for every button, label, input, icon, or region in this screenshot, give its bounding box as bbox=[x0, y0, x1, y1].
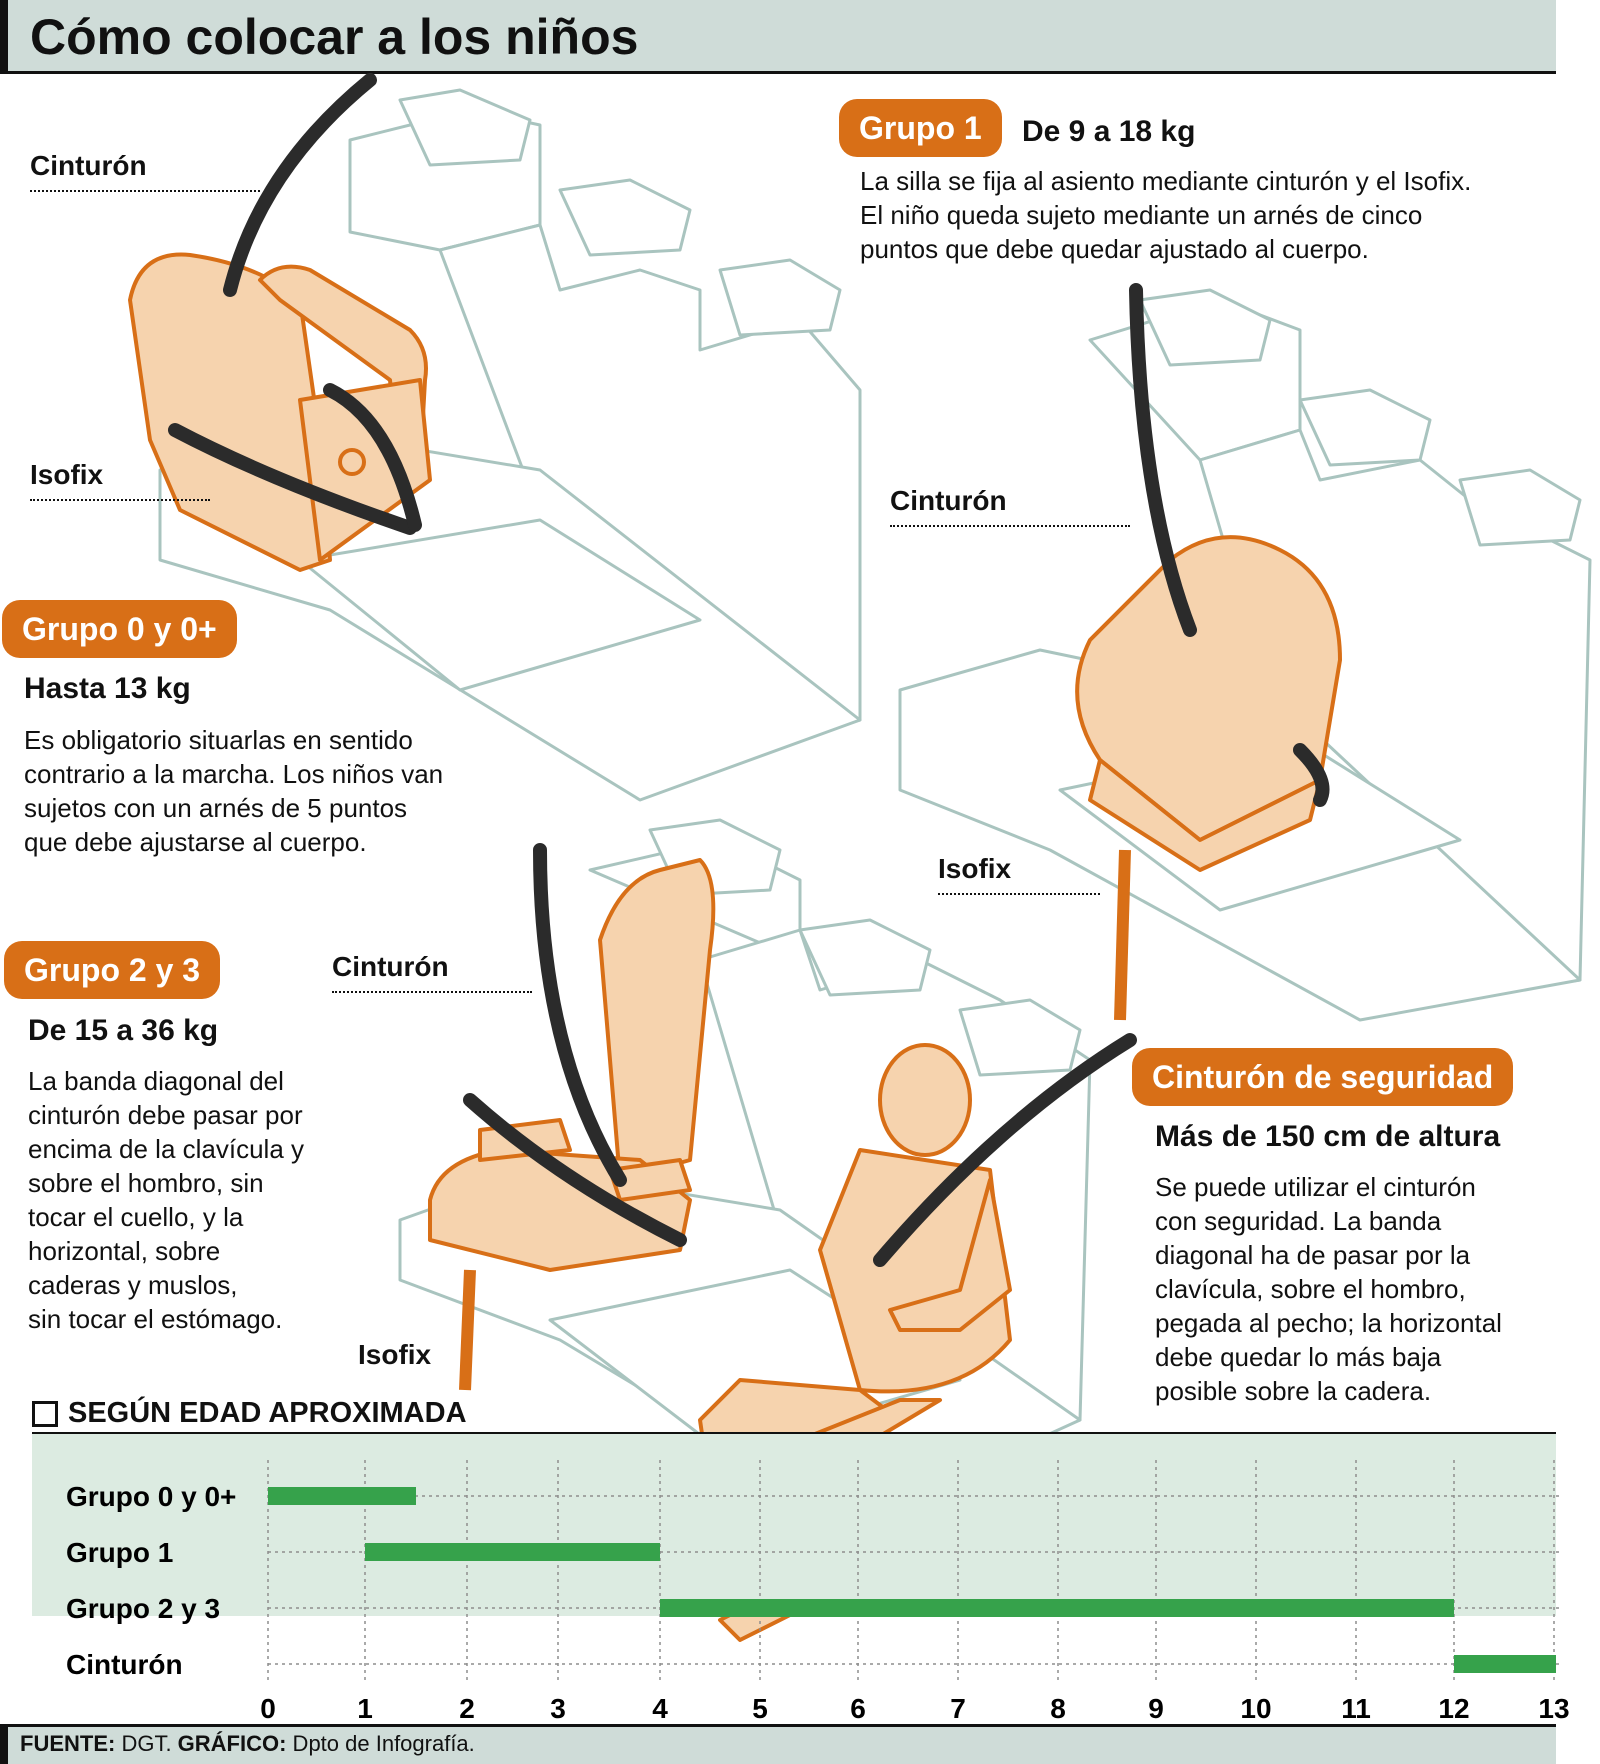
x-tick-label: 9 bbox=[1148, 1693, 1164, 1724]
square-icon bbox=[32, 1400, 58, 1427]
seatbelt-badge: Cinturón de seguridad bbox=[1132, 1048, 1514, 1106]
x-tick-label: 4 bbox=[652, 1693, 668, 1724]
source-line: FUENTE: DGT. GRÁFICO: Dpto de Infografía… bbox=[20, 1731, 475, 1757]
group1-description: La silla se fija al asiento mediante cin… bbox=[860, 166, 1472, 264]
chart-title: SEGÚN EDAD APROXIMADA bbox=[32, 1397, 467, 1430]
isofix-bar-group1 bbox=[1114, 849, 1131, 1021]
group0-badge: Grupo 0 y 0+ bbox=[2, 600, 237, 658]
page-title: Cómo colocar a los niños bbox=[30, 9, 639, 65]
seatbelt-height: Más de 150 cm de altura bbox=[1155, 1120, 1501, 1153]
x-tick-label: 12 bbox=[1438, 1693, 1469, 1724]
row-label: Cinturón bbox=[66, 1649, 183, 1680]
x-tick-label: 6 bbox=[850, 1693, 866, 1724]
age-range-bar bbox=[1454, 1655, 1556, 1673]
belt-strap-group0-diag bbox=[323, 383, 422, 532]
isofix-bar-group23 bbox=[459, 1269, 476, 1391]
group23-description: La banda diagonal del cinturón debe pasa… bbox=[28, 1066, 305, 1334]
group0-weight: Hasta 13 kg bbox=[24, 672, 191, 705]
x-tick-label: 10 bbox=[1240, 1693, 1271, 1724]
row-label: Grupo 1 bbox=[66, 1537, 173, 1568]
source-value: DGT. bbox=[115, 1731, 178, 1756]
row-label: Grupo 0 y 0+ bbox=[66, 1481, 236, 1512]
belt-strap-group0-lap bbox=[168, 423, 417, 535]
belt-strap-group1 bbox=[1129, 283, 1197, 637]
group1-badge: Grupo 1 bbox=[839, 99, 1002, 157]
graphic-label: GRÁFICO: bbox=[177, 1731, 287, 1756]
belt-strap-adult bbox=[873, 1033, 1137, 1267]
group1-weight: De 9 a 18 kg bbox=[1022, 115, 1196, 148]
belt-strap-group0-top bbox=[223, 73, 377, 297]
callout-isofix-3: Isofix bbox=[358, 1339, 432, 1370]
x-tick-label: 3 bbox=[550, 1693, 566, 1724]
callout-line bbox=[938, 893, 1100, 895]
title-bar bbox=[0, 0, 1556, 74]
callout-belt-2: Cinturón bbox=[890, 485, 1007, 516]
age-range-bar bbox=[660, 1599, 1454, 1617]
row-label: Grupo 2 y 3 bbox=[66, 1593, 220, 1624]
age-range-bar bbox=[268, 1487, 416, 1505]
child-seat-group0 bbox=[128, 252, 432, 572]
x-tick-label: 7 bbox=[950, 1693, 966, 1724]
seatbelt-description: Se puede utilizar el cinturón con seguri… bbox=[1155, 1172, 1502, 1406]
group0-description: Es obligatorio situarlas en sentido cont… bbox=[24, 725, 444, 857]
chart-background bbox=[32, 1434, 1556, 1616]
source-label: FUENTE: bbox=[20, 1731, 116, 1756]
callout-line bbox=[30, 499, 210, 501]
callout-isofix-2: Isofix bbox=[938, 853, 1012, 884]
x-tick-label: 5 bbox=[752, 1693, 768, 1724]
child-seat-group1 bbox=[1075, 535, 1342, 872]
callout-line bbox=[332, 991, 532, 993]
group23-weight: De 15 a 36 kg bbox=[28, 1014, 219, 1047]
x-tick-label: 8 bbox=[1050, 1693, 1066, 1724]
x-tick-label: 13 bbox=[1538, 1693, 1569, 1724]
belt-strap-group23 bbox=[533, 843, 627, 1187]
x-tick-label: 1 bbox=[357, 1693, 373, 1724]
callout-line bbox=[30, 190, 260, 192]
chart-top-rule bbox=[32, 1432, 1556, 1434]
callout-belt-3: Cinturón bbox=[332, 951, 449, 982]
chart-title-text: SEGÚN EDAD APROXIMADA bbox=[68, 1397, 467, 1429]
x-tick-label: 2 bbox=[459, 1693, 475, 1724]
callout-isofix-1: Isofix bbox=[30, 459, 104, 490]
group23-badge: Grupo 2 y 3 bbox=[4, 941, 221, 999]
graphic-value: Dpto de Infografía. bbox=[286, 1731, 475, 1756]
footer-bar bbox=[0, 1724, 1556, 1764]
x-tick-label: 0 bbox=[260, 1693, 276, 1724]
x-tick-label: 11 bbox=[1341, 1693, 1371, 1724]
callout-belt-1: Cinturón bbox=[30, 150, 147, 181]
age-range-bar bbox=[365, 1543, 660, 1561]
callout-line bbox=[890, 525, 1130, 527]
